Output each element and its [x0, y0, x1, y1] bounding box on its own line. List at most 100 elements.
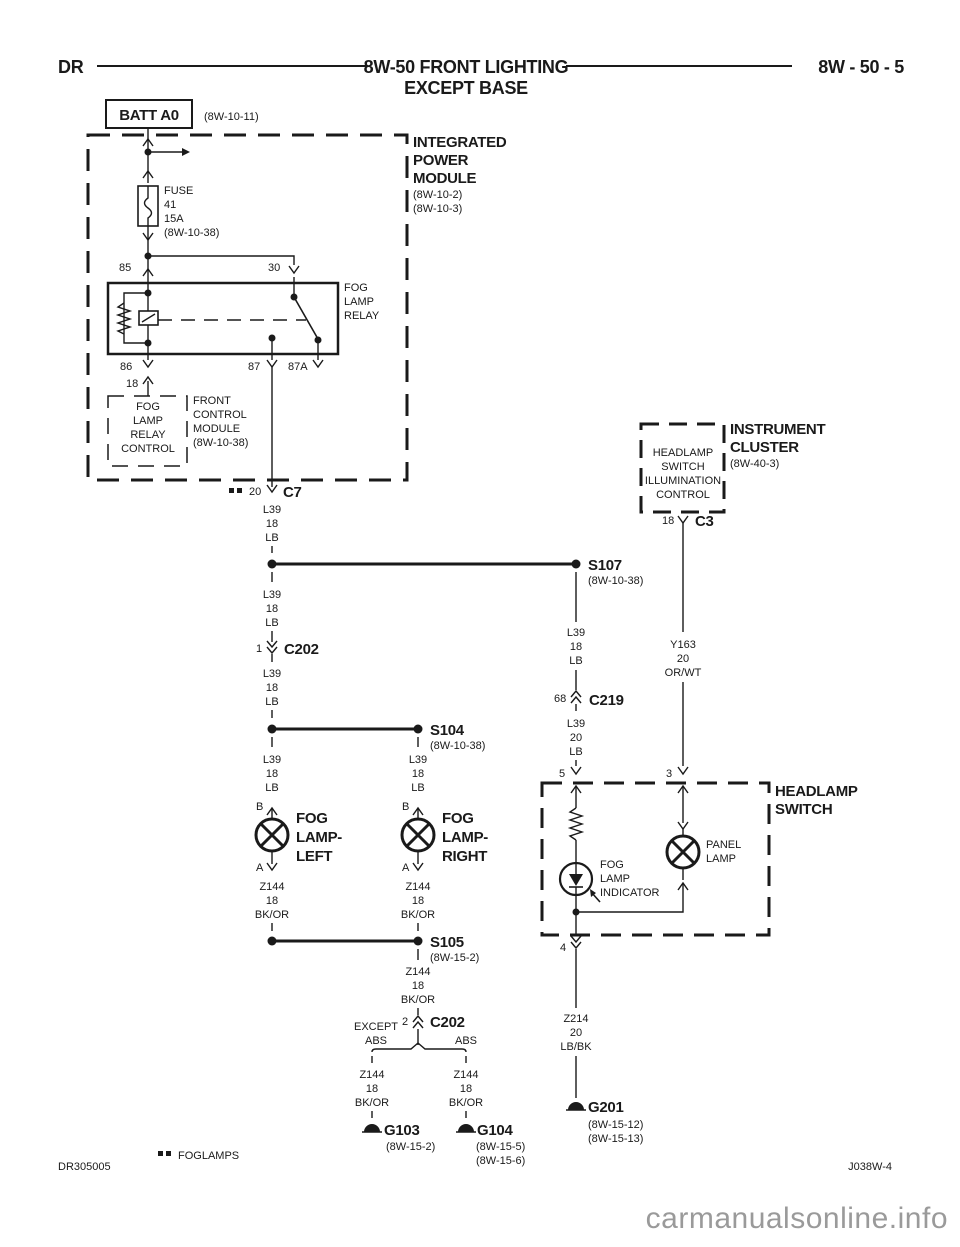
batt-label: BATT A0	[119, 107, 179, 124]
wire-c202b-color: LB	[265, 696, 278, 708]
front-control-module-label: FRONT CONTROL MODULE (8W-10-38)	[193, 395, 248, 449]
splice-s104: S104 (8W-10-38)	[267, 722, 485, 752]
relay-label-3: RELAY	[344, 310, 380, 322]
flr-pin-b: B	[402, 801, 409, 813]
wire-c219s-gauge: 20	[570, 732, 582, 744]
fcm-line-3: MODULE	[193, 423, 240, 435]
watermark: carmanualsonline.info	[646, 1202, 948, 1235]
abs-branch: EXCEPT ABS ABS	[354, 1021, 477, 1063]
fuse-41: FUSE 41 15A (8W-10-38)	[137, 185, 300, 277]
ipm-title-2: POWER	[413, 152, 469, 169]
fll-pin-a: A	[256, 862, 264, 874]
connector-c202-top: 1 C202	[256, 640, 319, 658]
relay-pin-86: 86	[120, 361, 132, 373]
c3-name: C3	[695, 513, 714, 530]
wire-s105-color: BK/OR	[401, 994, 435, 1006]
connector-c3: 18 C3	[662, 513, 714, 632]
wire-label-g103: Z144 18 BK/OR	[355, 1069, 389, 1118]
fll-title-2: LAMP-	[296, 829, 342, 846]
wire-g104-gauge: 18	[460, 1083, 472, 1095]
panel-lamp-1: PANEL	[706, 839, 741, 851]
header-title-line2: EXCEPT BASE	[404, 78, 528, 98]
header-title-line1: 8W-50 FRONT LIGHTING	[364, 57, 569, 77]
g201-ref-2: (8W-15-13)	[588, 1133, 643, 1145]
wire-s107c-gauge: 18	[570, 641, 582, 653]
wire-s107b-circuit: L39	[263, 589, 281, 601]
frc-line-3: RELAY	[130, 429, 166, 441]
hs-title-2: SWITCH	[775, 801, 832, 818]
g201-name: G201	[588, 1099, 624, 1116]
wire-rl-gauge: 18	[412, 768, 424, 780]
relay-pin-30: 30	[268, 262, 280, 274]
headlamp-switch-label: HEADLAMP SWITCH	[775, 783, 858, 818]
relay-pin-85: 85	[119, 262, 131, 274]
panel-lamp-2: LAMP	[706, 853, 736, 865]
wire-label-s107-c219: L39 18 LB	[567, 572, 585, 690]
flr-pin-a: A	[402, 862, 410, 874]
fcm-line-2: CONTROL	[193, 409, 247, 421]
wire-c7-color: LB	[265, 532, 278, 544]
wire-label-right-ground: Z144 18 BK/OR	[401, 881, 435, 931]
wire-label-c202-below: L39 18 LB	[263, 654, 281, 718]
abs-label: ABS	[455, 1035, 477, 1047]
wire-label-g104: Z144 18 BK/OR	[449, 1069, 483, 1118]
ipm-label: INTEGRATED POWER MODULE (8W-10-2) (8W-10…	[413, 134, 507, 215]
wire-rl-color: LB	[411, 782, 424, 794]
instrument-cluster-label: INSTRUMENT CLUSTER (8W-40-3)	[730, 421, 826, 470]
fuse-line-4: (8W-10-38)	[164, 227, 219, 239]
fog-lamp-relay: 85 30 FOG LAMP RELAY 86 87 87A 18	[106, 262, 380, 390]
ic-box-3: ILLUMINATION	[645, 475, 721, 487]
footer-legend: FOGLAMPS	[178, 1150, 239, 1162]
ipm-ref-1: (8W-10-2)	[413, 189, 462, 201]
c219-name: C219	[589, 692, 624, 709]
page-footer: DR305005 FOGLAMPS J038W-4	[58, 1150, 892, 1173]
wire-lg-gauge: 18	[266, 895, 278, 907]
wire-g103-gauge: 18	[366, 1083, 378, 1095]
g104-ref-2: (8W-15-6)	[476, 1155, 525, 1167]
fcm-line-4: (8W-10-38)	[193, 437, 248, 449]
wire-rg-circuit: Z144	[405, 881, 430, 893]
wire-label-y163: Y163 20 OR/WT	[665, 639, 702, 766]
wire-c219s-circuit: L39	[567, 718, 585, 730]
hs-pin-5: 5	[559, 768, 565, 780]
headlamp-switch-dashed-box	[540, 781, 771, 937]
wire-ll-color: LB	[265, 782, 278, 794]
relay-label-2: LAMP	[344, 296, 374, 308]
fll-title-3: LEFT	[296, 848, 332, 865]
fog-lamp-left: B A FOG LAMP- LEFT	[254, 801, 343, 874]
wire-label-c7: L39 18 LB	[263, 504, 281, 553]
fuse-line-3: 15A	[164, 213, 184, 225]
wire-rl-circuit: L39	[409, 754, 427, 766]
fli-line-3: INDICATOR	[600, 887, 660, 899]
relay-label-1: FOG	[344, 282, 368, 294]
wire-label-s105-c202: Z144 18 BK/OR	[401, 949, 435, 1015]
wire-s107c-circuit: L39	[567, 627, 585, 639]
wire-g104-color: BK/OR	[449, 1097, 483, 1109]
splice-s105: S105 (8W-15-2)	[267, 934, 479, 964]
panel-lamp: PANEL LAMP	[576, 786, 741, 913]
wire-g103-color: BK/OR	[355, 1097, 389, 1109]
fog-lamp-right: B A FOG LAMP- RIGHT	[400, 801, 489, 874]
fli-line-2: LAMP	[600, 873, 630, 885]
splice-s107: S107 (8W-10-38)	[267, 557, 643, 587]
fcm-dashed-box	[107, 395, 188, 467]
except-abs-1: EXCEPT	[354, 1021, 398, 1033]
c7-name: C7	[283, 484, 302, 501]
s105-ref: (8W-15-2)	[430, 952, 479, 964]
s104-ref: (8W-10-38)	[430, 740, 485, 752]
wire-c202b-gauge: 18	[266, 682, 278, 694]
s105-name: S105	[430, 934, 464, 951]
wire-lg-color: BK/OR	[255, 909, 289, 921]
footer-left: DR305005	[58, 1161, 111, 1173]
wire-rg-color: BK/OR	[401, 909, 435, 921]
fuse-line-1: FUSE	[164, 185, 193, 197]
s107-name: S107	[588, 557, 622, 574]
s107-ref: (8W-10-38)	[588, 575, 643, 587]
connector-c219: 68 C219	[554, 690, 624, 711]
wire-z214-circuit: Z214	[563, 1013, 588, 1025]
wire-label-left-lamp: L39 18 LB	[263, 737, 281, 794]
wire-ll-circuit: L39	[263, 754, 281, 766]
wire-c7-circuit: L39	[263, 504, 281, 516]
headlamp-switch-pin4: 4	[560, 935, 582, 1008]
wire-label-c219-switch: L39 20 LB	[567, 718, 585, 766]
